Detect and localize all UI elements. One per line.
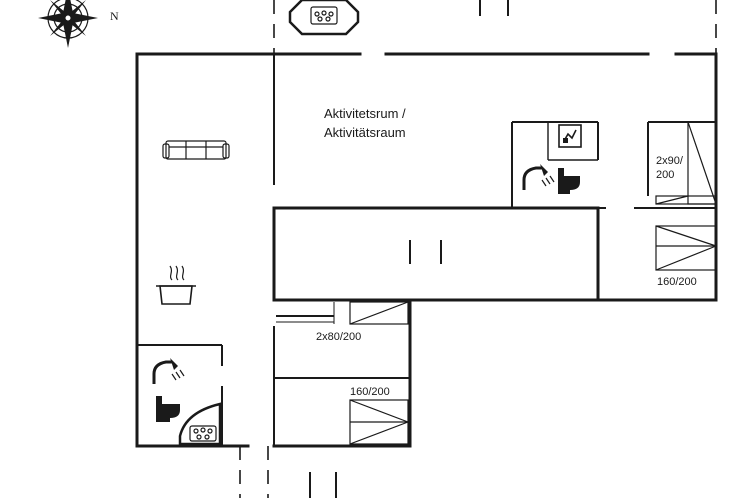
toilet-icon: [156, 396, 180, 422]
toilet-icon: [558, 168, 580, 194]
bed-label-lower-double: 160/200: [350, 386, 390, 398]
bed-lower-double: [349, 399, 409, 445]
activity-room-label-de: Aktivitätsraum: [324, 125, 406, 140]
shower-icon: [522, 164, 555, 190]
bed-label-upper-right-2: 200: [656, 169, 674, 181]
interior-walls: [137, 54, 716, 446]
sofa-icon: [162, 140, 230, 160]
bed-middle: [276, 301, 409, 325]
cooking-pot-icon: [156, 265, 196, 305]
bed-right-double: [655, 225, 717, 271]
north-label: N: [110, 9, 119, 23]
activity-room-label: Aktivitetsrum /: [324, 106, 406, 121]
bed-label-right-double: 160/200: [657, 276, 697, 288]
washing-machine-icon: [558, 124, 582, 148]
outer-walls: [135, 52, 718, 448]
bed-upper-right: [655, 121, 717, 205]
bed-label-middle: 2x80/200: [316, 331, 361, 343]
whirlpool-icon: [178, 402, 222, 446]
compass-rose-icon: [38, 0, 98, 48]
whirlpool-icon: [288, 0, 360, 36]
bed-label-upper-right-1: 2x90/: [656, 155, 684, 167]
shower-icon: [152, 358, 185, 384]
